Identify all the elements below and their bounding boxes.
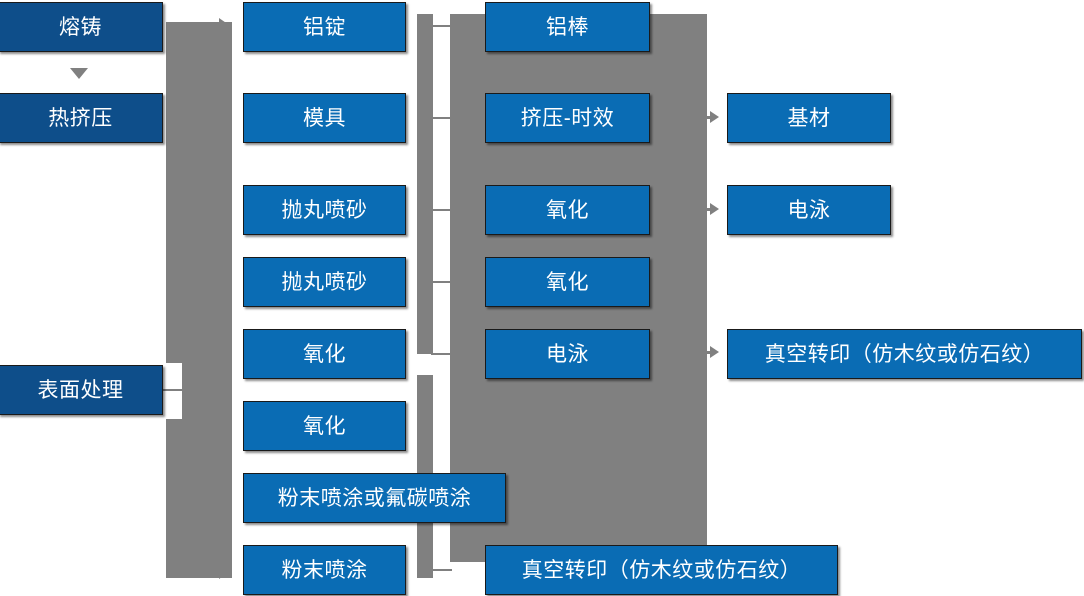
arrow-to-oxidation-1 <box>219 345 232 363</box>
subprocess-box-oxidation-1[interactable]: 氧化 <box>485 185 650 235</box>
arrow-to-substrate <box>710 111 719 123</box>
arrow-to-aluminum-ingot <box>219 18 232 36</box>
arrow-stem-to-vacuum-transfer <box>700 351 713 354</box>
connector-stem-surface-treatment <box>163 389 185 391</box>
link-row-6 <box>431 569 452 571</box>
output-box-vacuum-transfer-label: 真空转印（仿木纹或仿石纹） <box>764 343 1045 366</box>
process-box-aluminum-ingot-label: 铝锭 <box>303 16 346 39</box>
subprocess-box-aluminum-bar-label: 铝棒 <box>546 16 589 39</box>
process-box-oxidation-2-label: 氧化 <box>303 415 346 438</box>
process-box-shot-blasting-1-label: 抛丸喷砂 <box>281 199 368 222</box>
arrow-to-shot-blasting-2 <box>219 273 232 291</box>
arrow-to-powder-or-fluorocarbon-coating <box>219 489 232 507</box>
process-box-shot-blasting-2[interactable]: 抛丸喷砂 <box>243 257 406 307</box>
link-row-3 <box>431 209 452 211</box>
arrow-to-vacuum-transfer <box>710 346 719 358</box>
stage-box-surface-treatment[interactable]: 表面处理 <box>0 365 163 415</box>
subprocess-box-oxidation-2-label: 氧化 <box>546 271 589 294</box>
arrow-stem-to-electrophoresis <box>700 208 713 211</box>
process-box-mold[interactable]: 模具 <box>243 93 406 143</box>
process-box-shot-blasting-2-label: 抛丸喷砂 <box>281 271 368 294</box>
process-box-powder-coating[interactable]: 粉末喷涂 <box>243 545 406 595</box>
process-box-powder-coating-label: 粉末喷涂 <box>281 559 368 582</box>
process-box-oxidation-1-label: 氧化 <box>303 343 346 366</box>
stage-box-smelting[interactable]: 熔铸 <box>0 2 163 52</box>
arrow-to-powder-coating <box>219 561 232 579</box>
output-box-electrophoresis[interactable]: 电泳 <box>727 185 891 235</box>
process-box-powder-or-fluorocarbon-coating-label: 粉末喷涂或氟碳喷涂 <box>277 487 472 510</box>
arrow-to-electrophoresis <box>710 203 719 215</box>
process-box-mold-label: 模具 <box>303 107 346 130</box>
subprocess-box-electrophoresis-label: 电泳 <box>546 343 589 366</box>
output-box-vacuum-transfer[interactable]: 真空转印（仿木纹或仿石纹） <box>727 329 1082 379</box>
arrow-to-shot-blasting-1 <box>219 201 232 219</box>
arrow-to-oxidation-2 <box>219 417 232 435</box>
subprocess-box-extrusion-aging-label: 挤压-时效 <box>520 107 615 130</box>
link-row-4 <box>431 281 452 283</box>
stage-box-hot-extrusion-label: 热挤压 <box>48 107 113 130</box>
process-box-aluminum-ingot[interactable]: 铝锭 <box>243 2 406 52</box>
link-row-2 <box>431 117 452 119</box>
subprocess-box-vacuum-transfer[interactable]: 真空转印（仿木纹或仿石纹） <box>485 545 838 595</box>
arrow-stem-to-substrate <box>700 116 713 119</box>
process-box-oxidation-1[interactable]: 氧化 <box>243 329 406 379</box>
output-box-substrate[interactable]: 基材 <box>727 93 891 143</box>
output-box-substrate-label: 基材 <box>787 107 831 130</box>
subprocess-box-oxidation-2[interactable]: 氧化 <box>485 257 650 307</box>
subprocess-box-vacuum-transfer-label: 真空转印（仿木纹或仿石纹） <box>521 559 802 582</box>
subprocess-box-oxidation-1-label: 氧化 <box>546 199 589 222</box>
process-box-oxidation-2[interactable]: 氧化 <box>243 401 406 451</box>
subprocess-box-electrophoresis[interactable]: 电泳 <box>485 329 650 379</box>
process-box-shot-blasting-1[interactable]: 抛丸喷砂 <box>243 185 406 235</box>
arrow-to-mold <box>219 109 232 127</box>
process-box-powder-or-fluorocarbon-coating[interactable]: 粉末喷涂或氟碳喷涂 <box>243 473 506 523</box>
stage-box-hot-extrusion[interactable]: 热挤压 <box>0 93 163 143</box>
link-row-1 <box>431 25 452 27</box>
subprocess-box-extrusion-aging[interactable]: 挤压-时效 <box>485 93 650 143</box>
stage-box-surface-treatment-label: 表面处理 <box>37 379 124 402</box>
stage-box-smelting-label: 熔铸 <box>59 16 102 39</box>
connector-bar-narrow-upper <box>417 14 433 354</box>
subprocess-box-aluminum-bar[interactable]: 铝棒 <box>485 2 650 52</box>
link-row-5 <box>431 353 452 355</box>
output-box-electrophoresis-label: 电泳 <box>787 199 831 222</box>
arrow-down-smelting-to-extrusion <box>70 68 88 79</box>
